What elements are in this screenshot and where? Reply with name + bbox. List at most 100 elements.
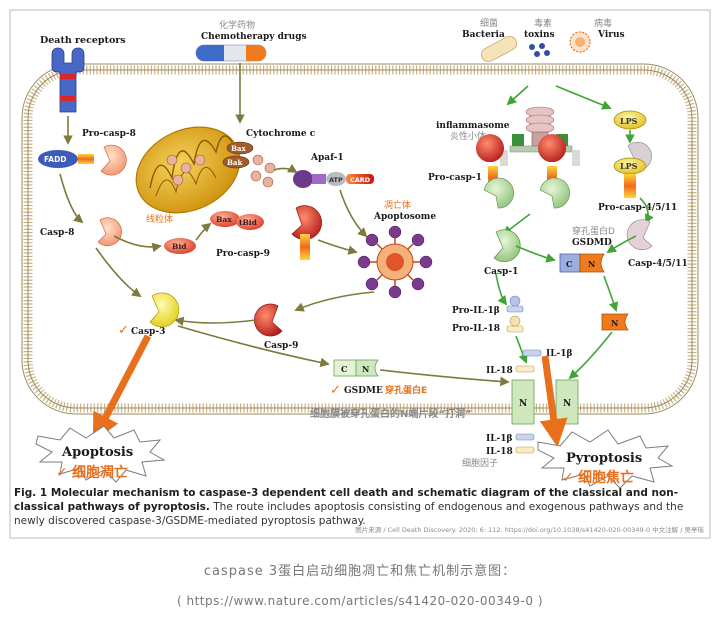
arrow-bacteria-to-inflammasome — [506, 85, 529, 106]
gsdmd-nterm-label: N — [611, 318, 618, 328]
arrow-gsdmd-to-nterm — [603, 275, 619, 312]
arrow-nterm-to-pore — [568, 331, 613, 380]
gsdmd-en-label: GSDMD — [572, 238, 612, 248]
pro-casp1-label: Pro-casp-1 — [428, 173, 482, 183]
inflammasome-en-label: inflammasome — [436, 121, 510, 131]
arrow-casp8-to-bid — [113, 235, 162, 253]
pro-il1b-label: Pro-IL-1β — [452, 306, 500, 316]
casp3-label: Casp-3 — [131, 327, 165, 337]
figure-caption: Fig. 1 Molecular mechanism to caspase-3 … — [14, 486, 706, 528]
caption-lead: Fig. 1 Molecular mechanism to caspase-3 … — [14, 487, 679, 513]
bid-icon — [164, 238, 196, 254]
arrow-pore-to-pyroptosis — [539, 355, 568, 448]
mitochondrion-icon — [135, 126, 241, 214]
chemo-zh-label: 化学药物 — [219, 19, 255, 31]
lps-top-label: LPS — [620, 116, 638, 126]
bax-tbid-icon — [210, 211, 264, 230]
gsdme-n-label: N — [362, 364, 369, 374]
arrow-casp9-to-casp3 — [174, 316, 257, 327]
gsdme-en-label: GSDME — [344, 386, 383, 396]
lps-top-icon — [613, 110, 647, 130]
arrow-procasp9-to-apoptosome — [317, 239, 358, 255]
pyroptosis-zh-label: 细胞焦亡 — [578, 469, 634, 486]
inflammasome-icon — [500, 106, 580, 166]
il1b-top-icon — [522, 349, 542, 357]
arrow-apoptosome-to-casp9 — [294, 291, 375, 312]
casp3-check: ✓ — [118, 323, 129, 338]
gsdmd-nterm-icon — [601, 313, 629, 331]
arrow-bid-to-tbid — [195, 222, 212, 241]
pro-casp1-right-icon — [538, 134, 570, 209]
arrow-pro4511-to-casp4511 — [639, 197, 654, 224]
fadd-procasp8-complex — [38, 144, 127, 176]
atp-label: ATP — [329, 176, 343, 184]
casp1-label: Casp-1 — [484, 267, 518, 277]
il1b-label-top: IL-1β — [546, 349, 573, 359]
pro-casp9-label: Pro-casp-9 — [216, 249, 270, 259]
bak-label: Bak — [227, 158, 242, 167]
bax-label: Bax — [231, 144, 246, 153]
cytokines-zh-label: 细胞因子 — [462, 457, 498, 469]
pore-left-n-label: N — [519, 399, 527, 409]
il1b-label-bottom: IL-1β — [486, 434, 513, 444]
arrow-bacteria-to-lps — [555, 85, 612, 110]
toxins-icon — [529, 43, 550, 57]
fadd-label: FADD — [44, 155, 67, 164]
pro-casp8-label: Pro-casp-8 — [82, 129, 136, 139]
capsule-drug-icon — [195, 44, 267, 62]
arrow-proil-to-il — [515, 335, 528, 364]
apoptosome-icon — [357, 225, 433, 299]
bax-tbid-bax-label: Bax — [216, 215, 232, 224]
gsdme-c-label: C — [341, 364, 347, 374]
caption-body: The route includes apoptosis consisting … — [14, 501, 684, 527]
arrow-casp1-to-il — [495, 273, 508, 306]
gsdmd-icon — [559, 253, 605, 273]
il18-label-top: IL-18 — [486, 366, 513, 376]
inflammasome-zh-label: 炎性小体 — [450, 130, 486, 142]
pro-il1b-icon — [506, 295, 524, 313]
toxins-en-label: toxins — [524, 30, 555, 40]
casp9-icon — [254, 303, 283, 337]
il18-label-bottom: IL-18 — [486, 447, 513, 457]
bacteria-zh-label: 细菌 — [480, 17, 498, 29]
apoptosis-check: ✓ — [56, 465, 68, 481]
cytochrome-c-icon — [250, 154, 276, 188]
apaf1-label: Apaf-1 — [310, 153, 344, 163]
bax-bak-pore — [222, 141, 254, 169]
pro-casp4511-icon — [613, 141, 652, 198]
membrane-pore-icon — [511, 379, 579, 425]
gsdme-zh-label: 穿孔蛋白E — [385, 384, 427, 396]
bid-label: Bid — [172, 242, 187, 251]
apoptosis-zh-label: 细胞凋亡 — [72, 464, 128, 481]
arrow-casp3-to-apoptosis — [92, 334, 152, 442]
gsdme-icon — [333, 359, 379, 377]
page-subtitle: caspase 3蛋白启动细胞凋亡和焦亡机制示意图： — [203, 564, 517, 579]
casp8-label: Casp-8 — [40, 228, 74, 238]
card-label: CARD — [350, 176, 371, 184]
arrow-gsdme-to-pore — [379, 369, 510, 387]
pore-right-n-label: N — [563, 399, 571, 409]
arrow-casp8-to-casp3 — [95, 247, 142, 298]
gsdmd-zh-label: 穿孔蛋白D — [572, 225, 615, 237]
il18-bottom-icon — [515, 446, 535, 454]
lps-bottom-label: LPS — [620, 161, 638, 171]
membrane-note-label: 细胞膜被穿孔蛋白的N端片段“打洞” — [310, 407, 472, 420]
gsdme-check: ✓ — [330, 383, 341, 398]
casp4511-icon — [626, 219, 653, 250]
pro-il18-label: Pro-IL-18 — [452, 324, 500, 334]
tbid-label: tBid — [239, 218, 258, 227]
apoptosome-zh-label: 凋亡体 — [384, 199, 411, 211]
cell-membrane — [21, 63, 699, 415]
toxins-zh-label: 毒素 — [534, 17, 552, 29]
figure-credit: 图片来源 / Cell Death Discovery. 2020; 6: 11… — [355, 526, 704, 534]
virus-en-label: Virus — [597, 30, 625, 40]
cytochrome-c-label: Cytochrome c — [246, 129, 316, 139]
pro-il18-icon — [506, 315, 524, 333]
arrow-casp1-to-gsdmd — [515, 245, 556, 263]
death-receptors-label: Death receptors — [40, 35, 126, 46]
casp3-icon — [149, 292, 180, 328]
pyroptosis-en-label: Pyroptosis — [566, 451, 642, 466]
virus-zh-label: 病毒 — [594, 17, 612, 29]
apaf1-icon — [293, 170, 374, 188]
